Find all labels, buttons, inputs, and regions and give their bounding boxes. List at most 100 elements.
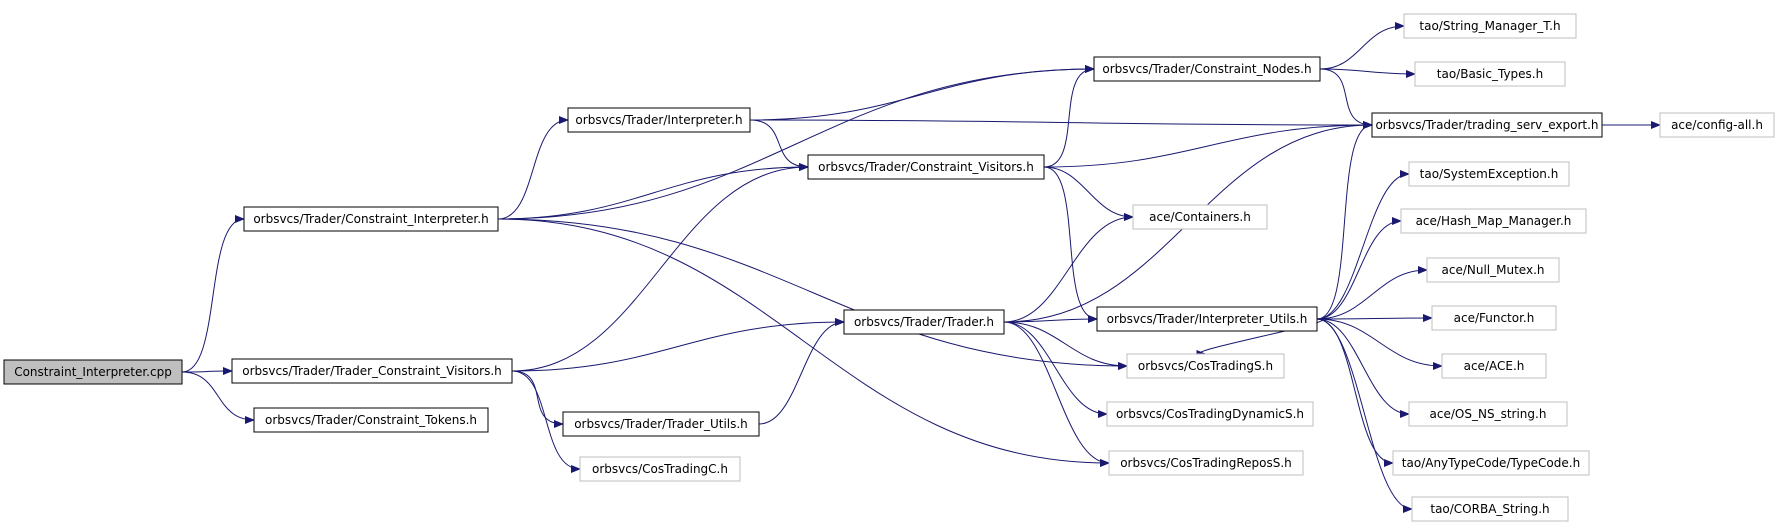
node-label: orbsvcs/CosTradingS.h	[1138, 359, 1273, 373]
node-label: ace/Containers.h	[1149, 210, 1251, 224]
node-root[interactable]: Constraint_Interpreter.cpp	[3, 359, 183, 385]
edge-cn-to-bt	[1319, 68, 1416, 78]
node-label: orbsvcs/Trader/Interpreter_Utils.h	[1107, 312, 1308, 326]
node-label: orbsvcs/CosTradingReposS.h	[1120, 456, 1292, 470]
node-label: ace/Hash_Map_Manager.h	[1416, 214, 1572, 228]
edge-interp-to-tse	[749, 119, 1373, 129]
node-osns: ace/OS_NS_string.h	[1408, 401, 1568, 427]
edge-cv-to-tse	[1043, 121, 1373, 168]
node-box	[579, 456, 741, 482]
node-box	[1426, 257, 1560, 283]
node-label: orbsvcs/Trader/Constraint_Interpreter.h	[253, 212, 488, 226]
edge-iu-to-ace	[1316, 318, 1443, 370]
edge-tcv-to-cosc	[511, 370, 581, 473]
node-box	[1441, 353, 1547, 379]
node-box	[1106, 401, 1314, 427]
node-box	[243, 206, 499, 232]
edge-iu-to-func	[1316, 314, 1433, 323]
edge-iu-to-nm	[1316, 266, 1428, 320]
node-label: orbsvcs/Trader/Interpreter.h	[575, 113, 742, 127]
node-label: ace/Functor.h	[1454, 311, 1535, 325]
node-label: orbsvcs/Trader/Constraint_Tokens.h	[265, 413, 477, 427]
node-iu[interactable]: orbsvcs/Trader/Interpreter_Utils.h	[1096, 306, 1318, 332]
edge-iu-to-coss	[1196, 318, 1323, 358]
node-box	[1108, 450, 1304, 476]
edge-interp-to-cv	[749, 119, 809, 171]
node-func: ace/Functor.h	[1431, 305, 1557, 331]
node-coss: orbsvcs/CosTradingS.h	[1126, 353, 1285, 379]
node-layer: Constraint_Interpreter.cpp orbsvcs/Trader…	[3, 13, 1775, 522]
node-hmm: ace/Hash_Map_Manager.h	[1400, 208, 1587, 234]
edge-cv-to-iu	[1043, 166, 1098, 323]
node-box	[1414, 61, 1566, 87]
node-tse[interactable]: orbsvcs/Trader/trading_serv_export.h	[1371, 112, 1603, 138]
edge-iu-to-tse	[1316, 121, 1373, 320]
node-box	[843, 309, 1005, 335]
edge-interp-to-cn	[749, 65, 1095, 121]
node-box	[1132, 204, 1268, 230]
node-label: orbsvcs/Trader/Trader.h	[854, 315, 994, 329]
node-label: tao/String_Manager_T.h	[1419, 19, 1560, 33]
edge-iu-to-cstr	[1316, 318, 1413, 513]
node-smt: tao/String_Manager_T.h	[1403, 13, 1577, 39]
node-label: ace/ACE.h	[1464, 359, 1525, 373]
edge-root-to-tcv	[181, 367, 233, 376]
edge-cv-to-cn	[1043, 65, 1095, 168]
edge-iu-to-osns	[1316, 318, 1410, 418]
node-interp[interactable]: orbsvcs/Trader/Interpreter.h	[567, 107, 751, 133]
node-box	[1411, 496, 1569, 522]
node-label: Constraint_Interpreter.cpp	[14, 365, 172, 379]
edge-ci-to-coss	[497, 218, 1128, 370]
node-box	[1431, 305, 1557, 331]
node-tcv[interactable]: orbsvcs/Trader/Trader_Constraint_Visitor…	[231, 358, 513, 384]
node-label: ace/Null_Mutex.h	[1442, 263, 1545, 277]
node-box	[1408, 401, 1568, 427]
edge-ci-to-cv	[497, 163, 809, 220]
node-cv[interactable]: orbsvcs/Trader/Constraint_Visitors.h	[807, 154, 1045, 180]
node-box	[1659, 112, 1775, 138]
node-box	[1400, 208, 1587, 234]
edge-tcv-to-trader	[511, 318, 845, 372]
node-cosc: orbsvcs/CosTradingC.h	[579, 456, 741, 482]
node-cstr: tao/CORBA_String.h	[1411, 496, 1569, 522]
node-box	[1371, 112, 1603, 138]
edge-trader-to-coss	[1003, 321, 1128, 370]
node-bt: tao/Basic_Types.h	[1414, 61, 1566, 87]
node-box	[1392, 450, 1590, 476]
node-sysex: tao/SystemException.h	[1408, 161, 1570, 187]
edge-iu-to-tc	[1316, 318, 1394, 467]
node-box	[1408, 161, 1570, 187]
node-label: orbsvcs/Trader/trading_serv_export.h	[1375, 118, 1598, 132]
edge-trader-to-cosr	[1003, 321, 1110, 467]
node-box	[562, 411, 760, 437]
node-ci[interactable]: orbsvcs/Trader/Constraint_Interpreter.h	[243, 206, 499, 232]
node-box	[231, 358, 513, 384]
node-box	[567, 107, 751, 133]
node-trader[interactable]: orbsvcs/Trader/Trader.h	[843, 309, 1005, 335]
edge-iu-to-sysex	[1316, 170, 1410, 320]
edge-trader-to-iu	[1003, 315, 1098, 324]
edge-tcv-to-cv	[511, 163, 809, 372]
node-cn[interactable]: orbsvcs/Trader/Constraint_Nodes.h	[1093, 56, 1321, 82]
edge-cn-to-smt	[1319, 22, 1405, 70]
edge-trader-to-cont	[1003, 213, 1134, 323]
node-box	[3, 359, 183, 385]
node-box	[1093, 56, 1321, 82]
node-tu[interactable]: orbsvcs/Trader/Trader_Utils.h	[562, 411, 760, 437]
node-box	[1096, 306, 1318, 332]
edge-trader-to-cosd	[1003, 321, 1108, 418]
edge-root-to-ct	[181, 371, 255, 424]
node-nm: ace/Null_Mutex.h	[1426, 257, 1560, 283]
node-label: tao/SystemException.h	[1420, 167, 1559, 181]
edge-ci-to-cosr	[497, 218, 1110, 467]
node-cfg: ace/config-all.h	[1659, 112, 1775, 138]
node-box	[807, 154, 1045, 180]
node-label: orbsvcs/Trader/Trader_Utils.h	[574, 417, 748, 431]
node-label: orbsvcs/CosTradingDynamicS.h	[1116, 407, 1304, 421]
edge-cn-to-tse	[1319, 68, 1373, 129]
node-ct[interactable]: orbsvcs/Trader/Constraint_Tokens.h	[253, 407, 489, 433]
node-box	[1403, 13, 1577, 39]
node-label: tao/CORBA_String.h	[1430, 502, 1549, 516]
node-label: orbsvcs/Trader/Trader_Constraint_Visitor…	[242, 364, 502, 378]
